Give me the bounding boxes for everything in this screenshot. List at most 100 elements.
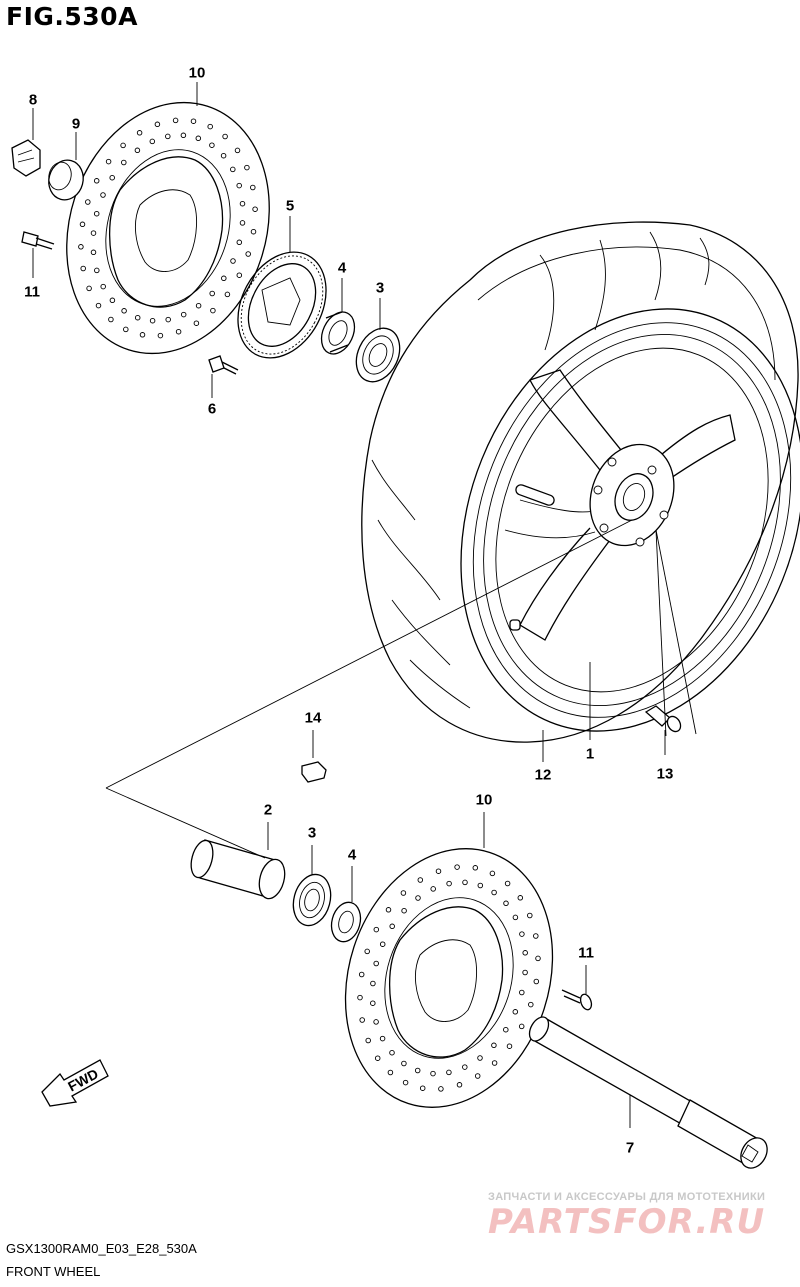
brake-disc-upper	[66, 101, 270, 355]
disc-hole	[93, 210, 100, 217]
disc-hole	[430, 886, 436, 892]
disc-hole	[109, 297, 116, 304]
disc-hole	[165, 133, 171, 140]
label-part-11-upper: 11	[24, 283, 40, 301]
disc-hole	[491, 1060, 498, 1066]
disc-hole	[419, 1085, 426, 1091]
disc-hole	[86, 285, 92, 292]
disc-hole	[430, 1070, 436, 1077]
disc-hole	[389, 1049, 395, 1056]
disc-hole	[456, 1082, 463, 1088]
disc-hole	[472, 865, 479, 871]
disc-hole	[136, 130, 143, 136]
spacer-2	[190, 839, 286, 900]
disc-hole	[454, 864, 460, 870]
tire	[361, 221, 799, 743]
label-part-13: 13	[656, 765, 674, 783]
disc-hole	[438, 1086, 444, 1092]
disc-hole	[504, 880, 511, 887]
air-valve-13	[644, 705, 682, 733]
disc-hole	[489, 870, 496, 877]
label-part-11-lower: 11	[578, 944, 594, 962]
disc-hole	[373, 1019, 379, 1025]
disc-hole	[415, 895, 421, 901]
disc-hole	[474, 1073, 481, 1079]
disc-hole	[172, 117, 179, 124]
disc-hole	[370, 980, 376, 987]
disc-hole	[109, 174, 115, 181]
disc-hole	[80, 265, 86, 272]
label-part-2: 2	[263, 801, 273, 819]
disc-hole	[364, 948, 370, 955]
part-14	[301, 761, 327, 783]
label-part-12: 12	[534, 766, 552, 784]
disc-hole	[236, 239, 243, 246]
label-part-1: 1	[585, 745, 595, 763]
disc-hole	[180, 132, 187, 139]
disc-hole	[220, 152, 227, 159]
label-part-7: 7	[625, 1139, 635, 1157]
disc-hole	[165, 316, 171, 323]
bearing-lower	[292, 873, 332, 927]
disc-hole	[370, 1000, 376, 1006]
disc-hole	[373, 960, 379, 967]
disc-hole	[123, 326, 129, 333]
label-part-10-lower: 10	[475, 791, 493, 809]
disc-hole	[357, 994, 363, 1001]
disc-hole	[236, 182, 242, 189]
label-part-3-lower: 3	[307, 824, 317, 842]
bolt-11-upper	[21, 231, 55, 250]
disc-hole	[379, 1035, 386, 1042]
watermark-brand: PARTSFOR.RU	[488, 1202, 766, 1242]
label-part-8: 8	[28, 91, 38, 109]
disc-hole	[414, 1067, 421, 1074]
label-part-14: 14	[304, 709, 322, 727]
plug-9	[48, 159, 84, 201]
disc-hole	[79, 221, 86, 228]
disc-hole	[239, 220, 246, 226]
disc-hole	[528, 1001, 534, 1008]
disc-hole	[90, 230, 97, 236]
disc-hole	[85, 199, 91, 205]
disc-hole	[121, 308, 127, 314]
disc-hole	[222, 133, 228, 140]
disc-hole	[519, 989, 525, 996]
disc-hole	[207, 123, 213, 130]
fwd-arrow-icon	[41, 1059, 109, 1107]
disc-hole	[503, 900, 509, 907]
bolt-6	[208, 355, 239, 375]
disc-hole	[90, 249, 97, 256]
disc-hole	[401, 907, 407, 914]
disc-hole	[108, 316, 114, 323]
brake-disc-lower	[344, 848, 554, 1108]
disc-hole	[400, 890, 407, 896]
disc-hole	[121, 159, 127, 166]
disc-hole	[224, 291, 231, 298]
label-part-6: 6	[207, 400, 217, 418]
disc-hole	[100, 192, 106, 198]
disc-hole	[195, 135, 202, 142]
disc-hole	[491, 889, 497, 896]
disc-hole	[358, 971, 365, 978]
disc-hole	[512, 1009, 519, 1015]
disc-hole	[210, 307, 216, 314]
disc-hole	[154, 121, 161, 128]
label-part-10-upper: 10	[188, 64, 206, 82]
disc-hole	[387, 1069, 394, 1076]
disc-hole	[149, 317, 156, 324]
disc-hole	[401, 1060, 407, 1067]
disc-hole	[193, 320, 200, 326]
disc-hole	[252, 206, 258, 212]
disc-hole	[533, 933, 539, 939]
disc-hole	[462, 879, 468, 886]
disc-hole	[230, 258, 236, 264]
disc-hole	[100, 283, 106, 290]
disc-hole	[359, 1017, 365, 1023]
disc-hole	[195, 302, 202, 309]
disc-hole	[519, 931, 525, 937]
disc-hole	[446, 1069, 452, 1076]
disc-hole	[477, 882, 484, 889]
diagram-name: FRONT WHEEL	[6, 1264, 101, 1279]
disc-hole	[234, 147, 241, 154]
